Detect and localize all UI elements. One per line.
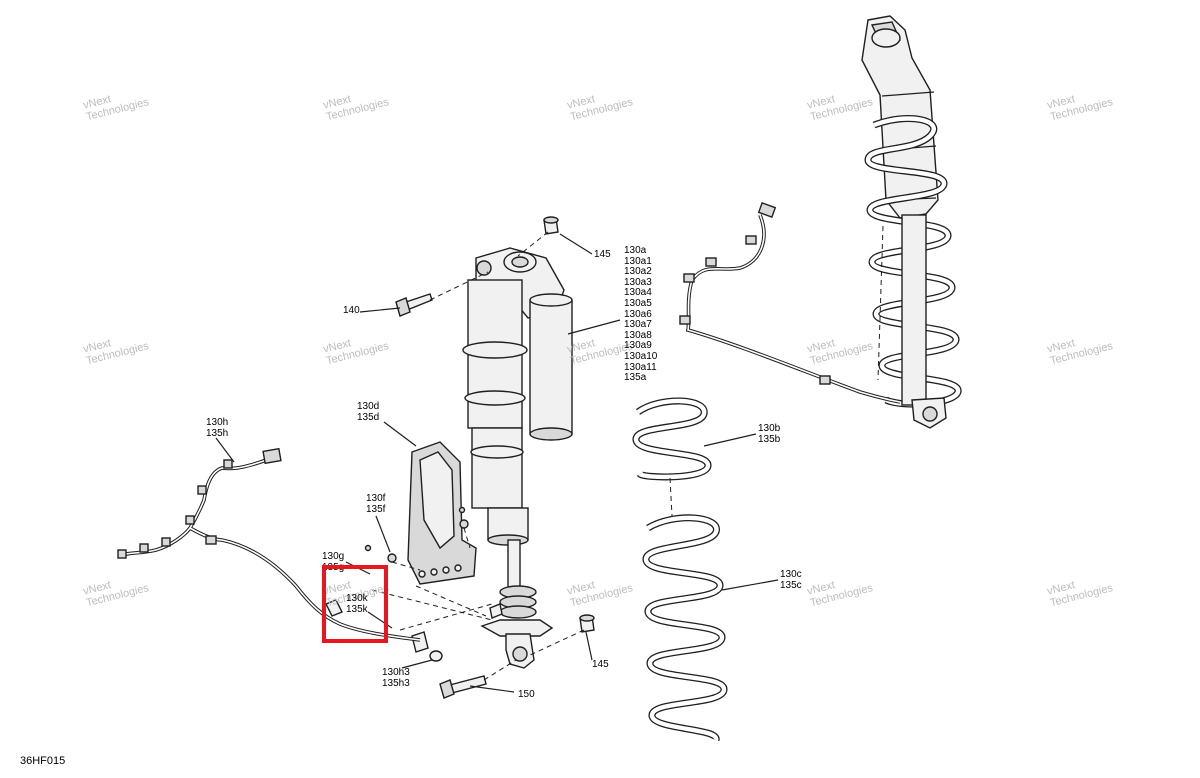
figure-id: 36HF015 [20,755,66,767]
alignment-lines [371,231,673,681]
callout-130h3[interactable]: 130h3 135h3 [382,667,410,689]
callout-130b[interactable]: 130b 135b [758,423,781,445]
leader-lines [215,233,779,693]
callout-130d[interactable]: 130d 135d [357,401,380,423]
left-wiring-harness [117,447,421,642]
callout-130k[interactable]: 130k 135k [346,593,368,615]
highlight-box [322,565,388,643]
callout-145-bottom[interactable]: 145 [592,659,609,670]
right-wiring-harness [679,202,901,404]
callout-130c[interactable]: 130c 135c [780,569,802,591]
fasteners [364,216,595,699]
spring-130c [642,514,728,742]
callout-130f[interactable]: 130f 135f [366,493,386,515]
callout-150[interactable]: 150 [518,689,535,700]
shield-130d [407,441,477,585]
assembled-shock [861,15,962,429]
callout-140[interactable]: 140 [343,305,360,316]
callout-130a-group[interactable]: 130a 130a1 130a2 130a3 130a4 130a5 130a6… [624,245,658,384]
shock-absorber [462,247,573,669]
callout-130h[interactable]: 130h 135h [206,417,229,439]
callout-145-top[interactable]: 145 [594,249,611,260]
spring-130b [632,397,712,481]
